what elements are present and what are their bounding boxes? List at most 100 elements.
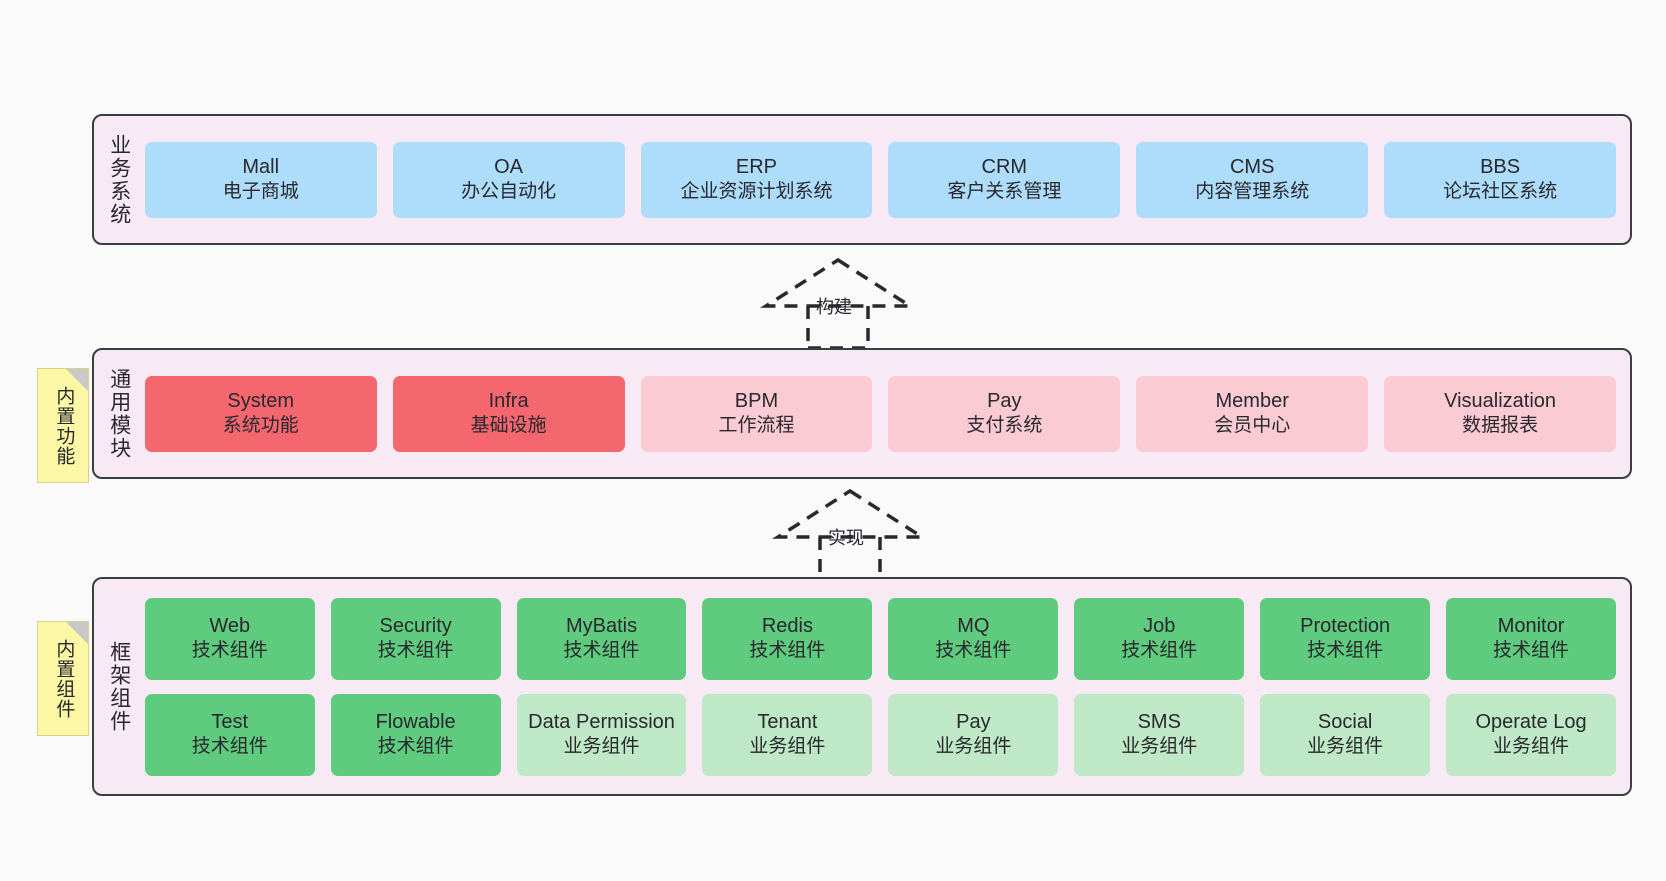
node-row: Mall 电子商城 OA 办公自动化 ERP 企业资源计划系统 CRM 客户关系…: [144, 141, 1617, 218]
node-title: Redis: [761, 615, 813, 638]
node-subtitle: 业务组件: [1121, 736, 1198, 758]
layer-business-system: 业务系统 Mall 电子商城 OA 办公自动化 ERP 企业资源计划系统 CRM: [92, 114, 1632, 245]
layer-body-common: System 系统功能 Infra 基础设施 BPM 工作流程 Pay 支付系统…: [141, 350, 1630, 477]
node-subtitle: 客户关系管理: [947, 181, 1062, 203]
node-title: Pay: [987, 390, 1022, 413]
node-title: Mall: [242, 156, 280, 179]
layer-common-module: 通用模块 System 系统功能 Infra 基础设施 BPM 工作流程 Pay: [92, 348, 1632, 479]
node-title: SMS: [1137, 711, 1181, 734]
arrow-head-triangle: [772, 488, 928, 539]
node-subtitle: 办公自动化: [461, 181, 557, 203]
layer-label-business: 业务系统: [107, 133, 131, 226]
node-test[interactable]: Test 技术组件: [144, 693, 315, 776]
arrow-label-build: 构建: [816, 297, 852, 317]
node-row: Web 技术组件 Security 技术组件 MyBatis 技术组件 Redi…: [144, 597, 1617, 680]
node-operate-log[interactable]: Operate Log 业务组件: [1446, 693, 1617, 776]
sticky-fold-corner-icon: [66, 369, 88, 391]
node-title: Flowable: [375, 711, 456, 734]
node-title: Member: [1215, 390, 1289, 413]
node-member[interactable]: Member 会员中心: [1136, 375, 1369, 452]
node-subtitle: 技术组件: [1307, 640, 1384, 662]
node-subtitle: 系统功能: [222, 415, 299, 437]
node-bpm[interactable]: BPM 工作流程: [640, 375, 873, 452]
node-title: OA: [494, 156, 524, 179]
node-subtitle: 电子商城: [222, 181, 299, 203]
node-protection[interactable]: Protection 技术组件: [1260, 597, 1431, 680]
node-oa[interactable]: OA 办公自动化: [392, 141, 625, 218]
node-infra[interactable]: Infra 基础设施: [392, 375, 625, 452]
node-title: Operate Log: [1475, 711, 1587, 734]
layer-body-framework: Web 技术组件 Security 技术组件 MyBatis 技术组件 Redi…: [141, 579, 1630, 794]
node-subtitle: 技术组件: [377, 640, 454, 662]
node-web[interactable]: Web 技术组件: [144, 597, 315, 680]
node-subtitle: 论坛社区系统: [1443, 181, 1558, 203]
node-title: Visualization: [1444, 390, 1557, 413]
node-title: Pay: [956, 711, 991, 734]
node-mq[interactable]: MQ 技术组件: [888, 597, 1059, 680]
layer-body-business: Mall 电子商城 OA 办公自动化 ERP 企业资源计划系统 CRM 客户关系…: [141, 116, 1630, 243]
node-title: System: [227, 390, 295, 413]
node-subtitle: 业务组件: [1307, 736, 1384, 758]
node-subtitle: 业务组件: [935, 736, 1012, 758]
node-subtitle: 支付系统: [966, 415, 1043, 437]
node-subtitle: 内容管理系统: [1195, 181, 1310, 203]
layer-framework-component: 框架组件 Web 技术组件 Security 技术组件 MyBatis 技术组件…: [92, 577, 1632, 796]
node-pay-module[interactable]: Pay 支付系统: [888, 375, 1121, 452]
node-subtitle: 数据报表: [1462, 415, 1539, 437]
node-subtitle: 基础设施: [470, 415, 547, 437]
node-pay-component[interactable]: Pay 业务组件: [888, 693, 1059, 776]
node-subtitle: 技术组件: [1493, 640, 1570, 662]
node-title: ERP: [735, 156, 778, 179]
node-subtitle: 工作流程: [718, 415, 795, 437]
node-title: Security: [379, 615, 452, 638]
layer-label-common: 通用模块: [107, 367, 131, 460]
sticky-note-builtin-component: 内置组件: [37, 621, 89, 736]
node-title: BBS: [1480, 156, 1521, 179]
sticky-note-builtin-function: 内置功能: [37, 368, 89, 483]
node-redis[interactable]: Redis 技术组件: [702, 597, 873, 680]
node-title: Infra: [488, 390, 529, 413]
arrow-label-impl: 实现: [828, 528, 864, 548]
node-visualization[interactable]: Visualization 数据报表: [1384, 375, 1617, 452]
sticky-note-text: 内置功能: [53, 385, 75, 466]
node-row: System 系统功能 Infra 基础设施 BPM 工作流程 Pay 支付系统…: [144, 375, 1617, 452]
node-mall[interactable]: Mall 电子商城: [144, 141, 377, 218]
sticky-note-text: 内置组件: [53, 638, 75, 719]
node-subtitle: 业务组件: [1493, 736, 1570, 758]
node-title: CRM: [981, 156, 1028, 179]
node-title: Web: [209, 615, 251, 638]
node-data-permission[interactable]: Data Permission 业务组件: [516, 693, 687, 776]
arrow-head-triangle: [760, 257, 916, 308]
node-subtitle: 业务组件: [749, 736, 826, 758]
node-title: Social: [1317, 711, 1373, 734]
node-title: Protection: [1300, 615, 1391, 638]
node-title: Tenant: [757, 711, 818, 734]
node-subtitle: 企业资源计划系统: [680, 181, 833, 203]
sticky-fold-corner-icon: [66, 622, 88, 644]
node-sms[interactable]: SMS 业务组件: [1074, 693, 1245, 776]
node-tenant[interactable]: Tenant 业务组件: [702, 693, 873, 776]
node-cms[interactable]: CMS 内容管理系统: [1136, 141, 1369, 218]
node-title: BPM: [734, 390, 779, 413]
node-title: Test: [211, 711, 249, 734]
node-crm[interactable]: CRM 客户关系管理: [888, 141, 1121, 218]
node-title: Monitor: [1497, 615, 1565, 638]
node-title: Data Permission: [528, 711, 675, 734]
node-title: CMS: [1229, 156, 1275, 179]
node-system[interactable]: System 系统功能: [144, 375, 377, 452]
node-title: MyBatis: [565, 615, 638, 638]
node-bbs[interactable]: BBS 论坛社区系统: [1384, 141, 1617, 218]
node-job[interactable]: Job 技术组件: [1074, 597, 1245, 680]
node-subtitle: 会员中心: [1214, 415, 1291, 437]
node-flowable[interactable]: Flowable 技术组件: [330, 693, 501, 776]
node-mybatis[interactable]: MyBatis 技术组件: [516, 597, 687, 680]
node-row: Test 技术组件 Flowable 技术组件 Data Permission …: [144, 693, 1617, 776]
node-erp[interactable]: ERP 企业资源计划系统: [640, 141, 873, 218]
node-security[interactable]: Security 技术组件: [330, 597, 501, 680]
layer-label-framework: 框架组件: [107, 640, 131, 733]
node-subtitle: 技术组件: [1121, 640, 1198, 662]
node-monitor[interactable]: Monitor 技术组件: [1446, 597, 1617, 680]
node-social[interactable]: Social 业务组件: [1260, 693, 1431, 776]
node-subtitle: 技术组件: [749, 640, 826, 662]
